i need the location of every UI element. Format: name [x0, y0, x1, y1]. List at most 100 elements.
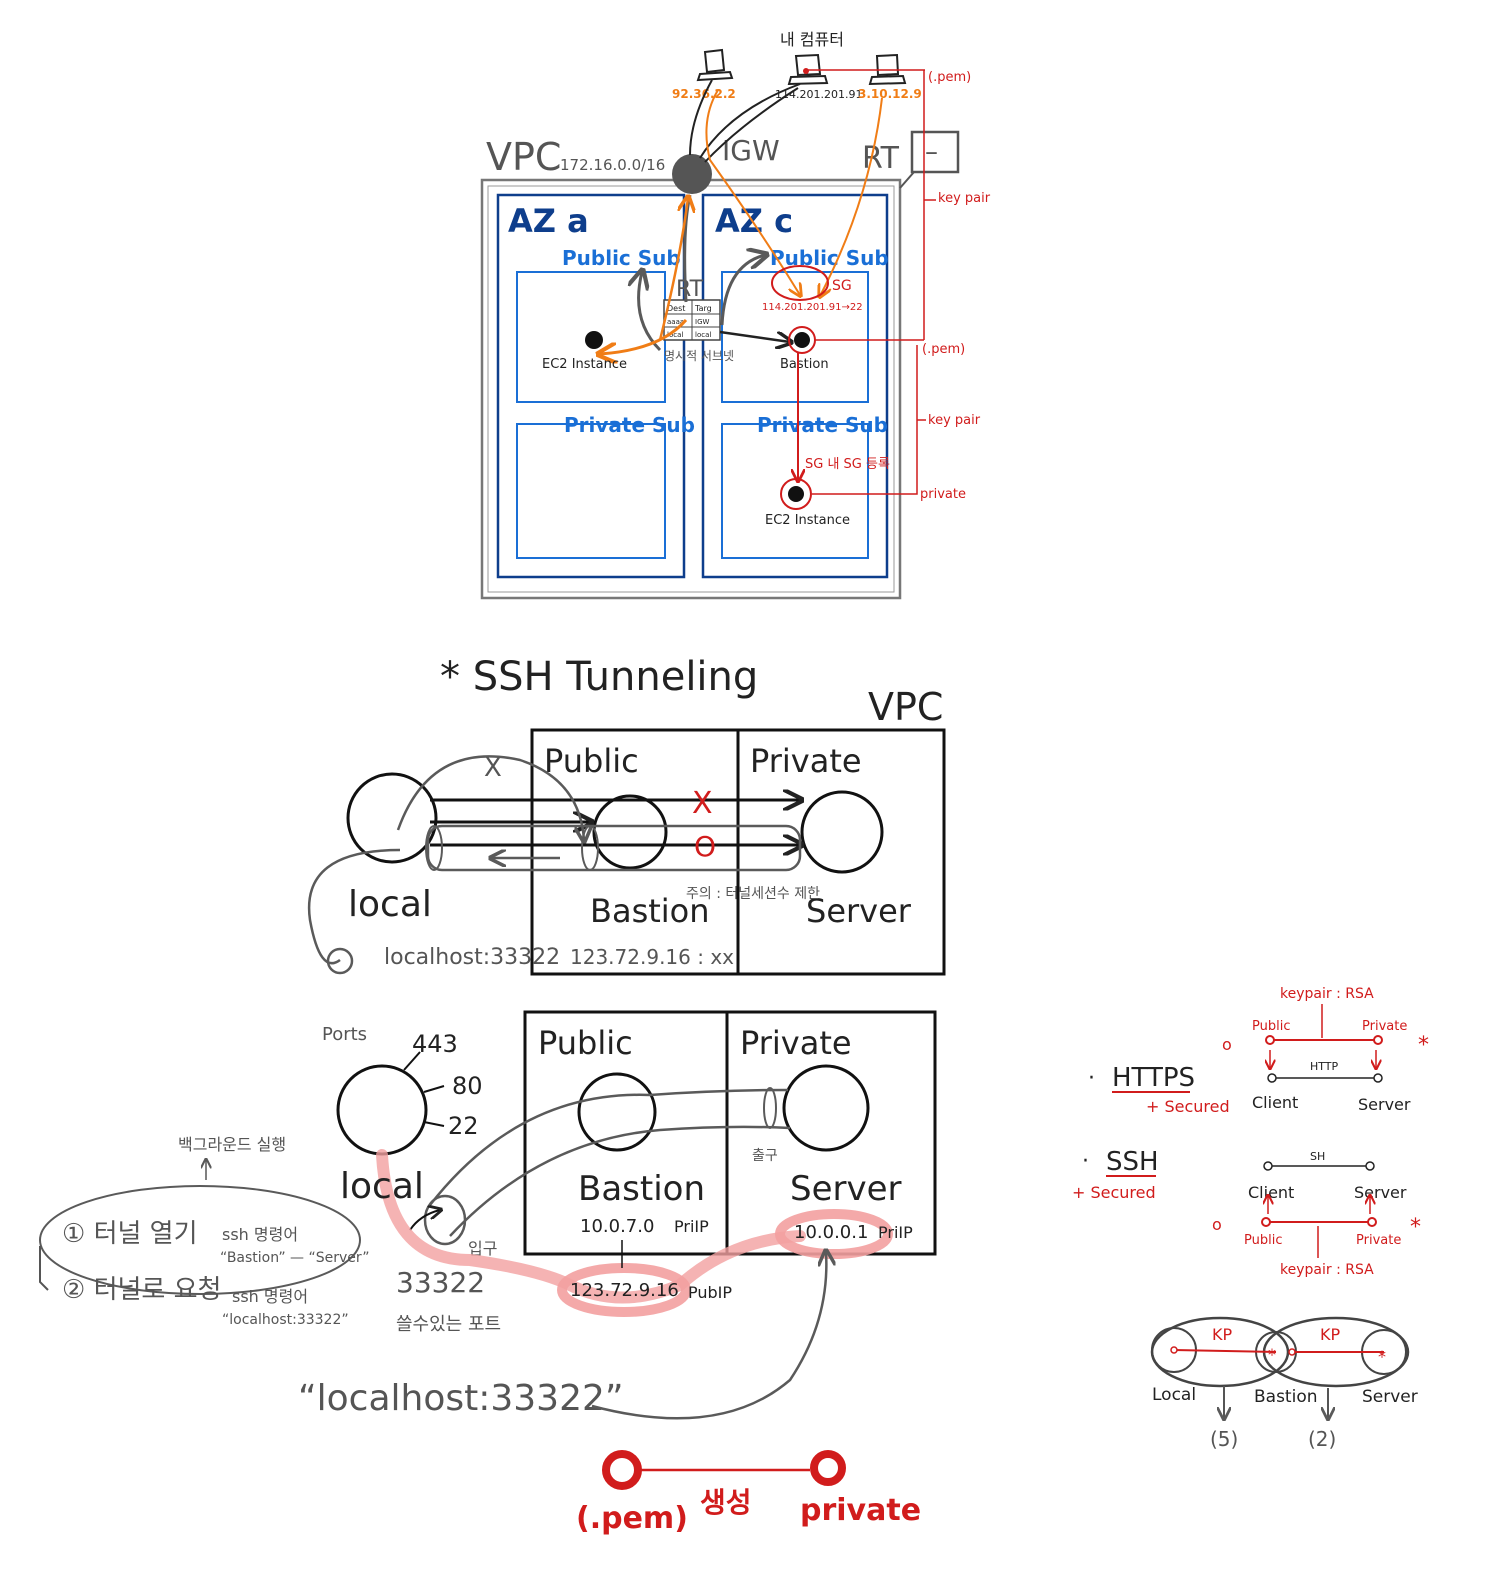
ports-tunnel-diagram: Public Private Ports 443 80 22 입구 출구 loc…	[39, 1010, 937, 1420]
public-subnet-c	[721, 271, 869, 403]
bastion-label: Bastion	[590, 892, 710, 930]
ec2-instance-node	[585, 331, 603, 349]
keypair-rsa-label: keypair : RSA	[1280, 986, 1374, 1002]
sg-ring	[771, 265, 829, 301]
kp-label: KP	[1212, 1325, 1232, 1344]
server-label: Server	[1354, 1183, 1407, 1202]
ip-label: 114.201.201.91	[775, 88, 862, 101]
rt-cell: local	[695, 331, 711, 339]
private-label: Private	[1356, 1233, 1401, 1248]
ports-label: Ports	[322, 1024, 367, 1045]
local-node	[346, 772, 438, 864]
rt-cell: IGW	[695, 318, 709, 326]
sg-registered-label: SG 내 SG 등록	[805, 457, 890, 472]
port-443-label: 443	[412, 1030, 458, 1058]
public-label: Public	[544, 742, 639, 780]
bastion-node	[592, 794, 668, 870]
vpc-box	[480, 178, 902, 600]
rt-cell: Dest	[667, 304, 685, 313]
exit-label: 출구	[752, 1148, 778, 1164]
kp-diagram: * * KP KP Local Bastion Server (5) (2)	[1150, 1316, 1418, 1451]
az-c-label: AZ c	[715, 202, 793, 240]
sh-label: SH	[1310, 1150, 1325, 1163]
tunnel-tube	[429, 1088, 789, 1206]
public-label: Public	[538, 1024, 633, 1062]
bastion-label: Bastion	[780, 357, 829, 372]
kp-label: KP	[1320, 1325, 1340, 1344]
star-mark: *	[1378, 1347, 1386, 1366]
step1-label: ① 터널 열기	[62, 1219, 198, 1249]
tunnel-tube	[426, 824, 802, 872]
public-label: Public	[1252, 1019, 1290, 1034]
private-label: Private	[740, 1024, 852, 1062]
step1-cmd: ssh 명령어	[222, 1225, 298, 1244]
private-label: Private	[1362, 1019, 1407, 1034]
tunneling-title: * SSH Tunneling	[440, 654, 758, 700]
step2-arg: “localhost:33322”	[222, 1312, 349, 1328]
rt-cell: local	[667, 331, 683, 339]
bastion-label: Bastion	[1254, 1387, 1318, 1407]
ec2-instance-label: EC2 Instance	[542, 357, 627, 372]
my-computer-label: 내 컴퓨터	[780, 30, 844, 49]
step1-bubble	[39, 1185, 361, 1295]
pem-label: (.pem)	[576, 1501, 688, 1536]
keypair-label: key pair	[928, 413, 981, 428]
star-mark: *	[1410, 1215, 1421, 1240]
vpc-diagram: 내 컴퓨터 92.36.2.2 114.201.201.91 3.10.12.9…	[480, 30, 991, 600]
rt-box-label: –	[925, 137, 938, 167]
vpc-label: VPC	[868, 685, 943, 729]
localhost-quote: “localhost:33322”	[298, 1378, 624, 1419]
server-node	[800, 790, 884, 874]
generate-label: 생성	[700, 1486, 752, 1519]
ip-label: 3.10.12.9	[858, 87, 922, 101]
o-mark: o	[1212, 1215, 1222, 1234]
server-node	[782, 1064, 870, 1152]
https-label: HTTPS	[1112, 1063, 1195, 1093]
ec2-private-node	[788, 486, 804, 502]
star-mark: *	[1418, 1033, 1429, 1058]
local-port-label: 33322	[396, 1266, 485, 1299]
keypair-label: key pair	[938, 191, 991, 206]
local-node	[336, 1064, 428, 1156]
az-a-box	[496, 193, 686, 579]
pem-label: (.pem)	[922, 342, 965, 357]
sg-rule: 114.201.201.91→22	[762, 302, 863, 313]
localhost-label: localhost:33322	[384, 945, 560, 970]
private-subnet-a	[516, 423, 666, 559]
pem-label: (.pem)	[928, 70, 971, 85]
bastion-node	[794, 332, 810, 348]
public-sub-label: Public Sub	[770, 246, 889, 270]
public-label: Public	[1244, 1233, 1282, 1248]
routing-table: Dest Targ aaaa IGW local local	[663, 299, 721, 341]
bastion-priv-ip: 10.0.7.0	[580, 1216, 654, 1237]
private-subnet-c	[721, 423, 869, 559]
pem-key-node	[602, 1450, 642, 1490]
bastion-addr-label: 123.72.9.16 : xx	[570, 945, 734, 969]
rt-box	[910, 130, 960, 174]
server-label: Server	[806, 892, 912, 930]
background-marker	[326, 947, 354, 975]
step2-cmd: ssh 명령어	[232, 1287, 308, 1306]
https-secured: + Secured	[1146, 1097, 1230, 1116]
entrance-label: 입구	[468, 1239, 497, 1258]
local-label: local	[348, 884, 432, 925]
ssh-secured: + Secured	[1072, 1183, 1156, 1202]
star-mark: *	[1268, 1345, 1276, 1364]
bastion-label: Bastion	[578, 1169, 705, 1209]
port-22-label: 22	[448, 1112, 479, 1140]
ec2-private-ring	[780, 478, 812, 510]
laptop-icon	[696, 48, 734, 82]
sg-label: SG	[832, 278, 852, 294]
igw-label: IGW	[722, 134, 780, 167]
http-label: HTTP	[1310, 1060, 1339, 1073]
step1-arg: “Bastion” — “Server”	[220, 1250, 370, 1266]
server-label: Server	[1358, 1095, 1411, 1114]
public-sub-label: Public Sub	[562, 246, 681, 270]
port-80-label: 80	[452, 1072, 483, 1100]
server-priv-ip: 10.0.0.1	[794, 1222, 868, 1243]
mark-o-red: O	[694, 830, 716, 863]
protocols-notes: · HTTPS + Secured keypair : RSA Public P…	[1072, 986, 1429, 1278]
count-local: (5)	[1210, 1427, 1238, 1451]
ssh-label: SSH	[1106, 1147, 1159, 1177]
session-limit-note: 주의 : 터널세션수 제한	[686, 886, 820, 902]
